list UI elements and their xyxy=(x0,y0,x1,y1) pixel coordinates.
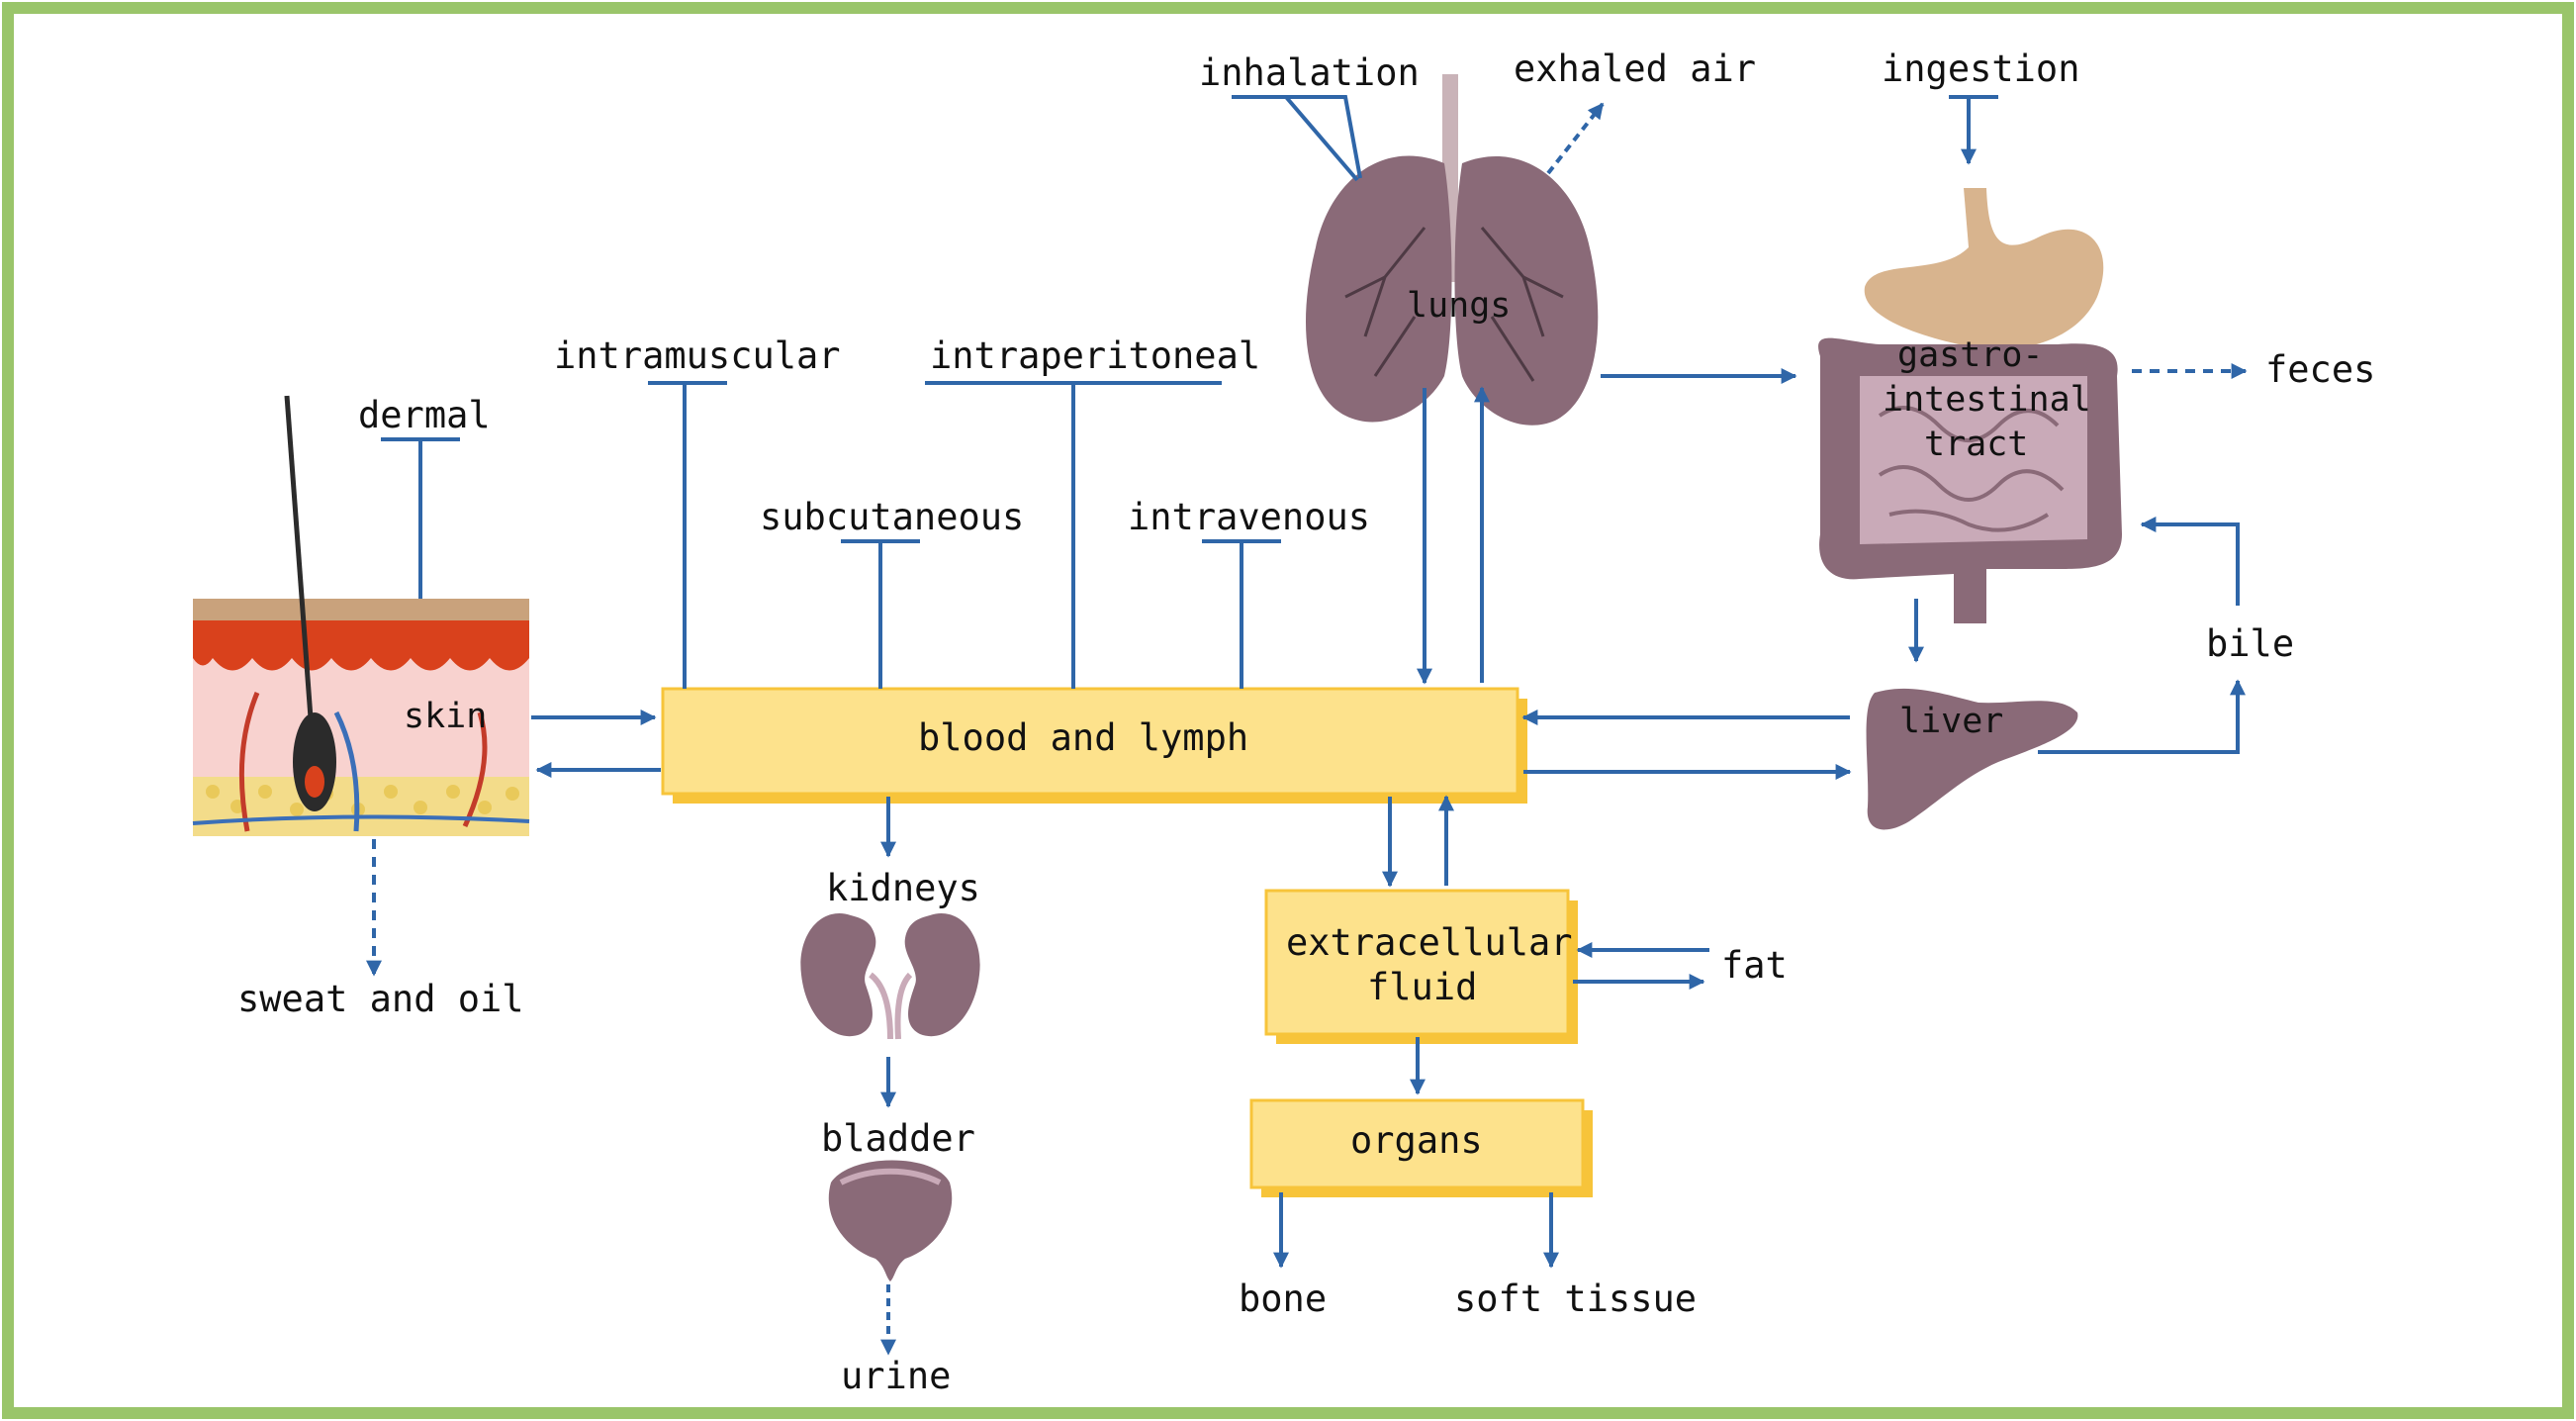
label-intravenous: intravenous xyxy=(1128,496,1370,538)
label-intraperitoneal: intraperitoneal xyxy=(930,334,1260,377)
label-fat: fat xyxy=(1721,944,1788,987)
label-gi-line2: intestinal xyxy=(1883,380,2091,420)
label-gi-line1: gastro- xyxy=(1897,335,2044,375)
label-bone: bone xyxy=(1239,1278,1327,1320)
label-lungs: lungs xyxy=(1407,286,1511,326)
label-intramuscular: intramuscular xyxy=(554,334,841,377)
label-ecf-line1: extracellular xyxy=(1286,921,1573,964)
label-liver: liver xyxy=(1899,702,2003,741)
label-feces: feces xyxy=(2265,348,2375,391)
label-dermal: dermal xyxy=(358,394,491,436)
label-subcutaneous: subcutaneous xyxy=(760,496,1024,538)
label-bile: bile xyxy=(2206,622,2294,665)
label-soft-tissue: soft tissue xyxy=(1454,1278,1697,1320)
label-gi-line3: tract xyxy=(1924,425,2028,464)
label-ingestion: ingestion xyxy=(1882,47,2079,90)
label-skin: skin xyxy=(404,697,487,736)
label-inhalation: inhalation xyxy=(1199,51,1420,94)
label-urine: urine xyxy=(841,1355,951,1397)
label-sweat-and-oil: sweat and oil xyxy=(237,978,524,1020)
label-blood-and-lymph: blood and lymph xyxy=(918,716,1248,759)
label-ecf-line2: fluid xyxy=(1367,966,1477,1008)
label-exhaled-air: exhaled air xyxy=(1514,47,1756,90)
label-organs: organs xyxy=(1350,1119,1483,1162)
label-bladder: bladder xyxy=(821,1117,975,1160)
label-kidneys: kidneys xyxy=(826,867,980,909)
